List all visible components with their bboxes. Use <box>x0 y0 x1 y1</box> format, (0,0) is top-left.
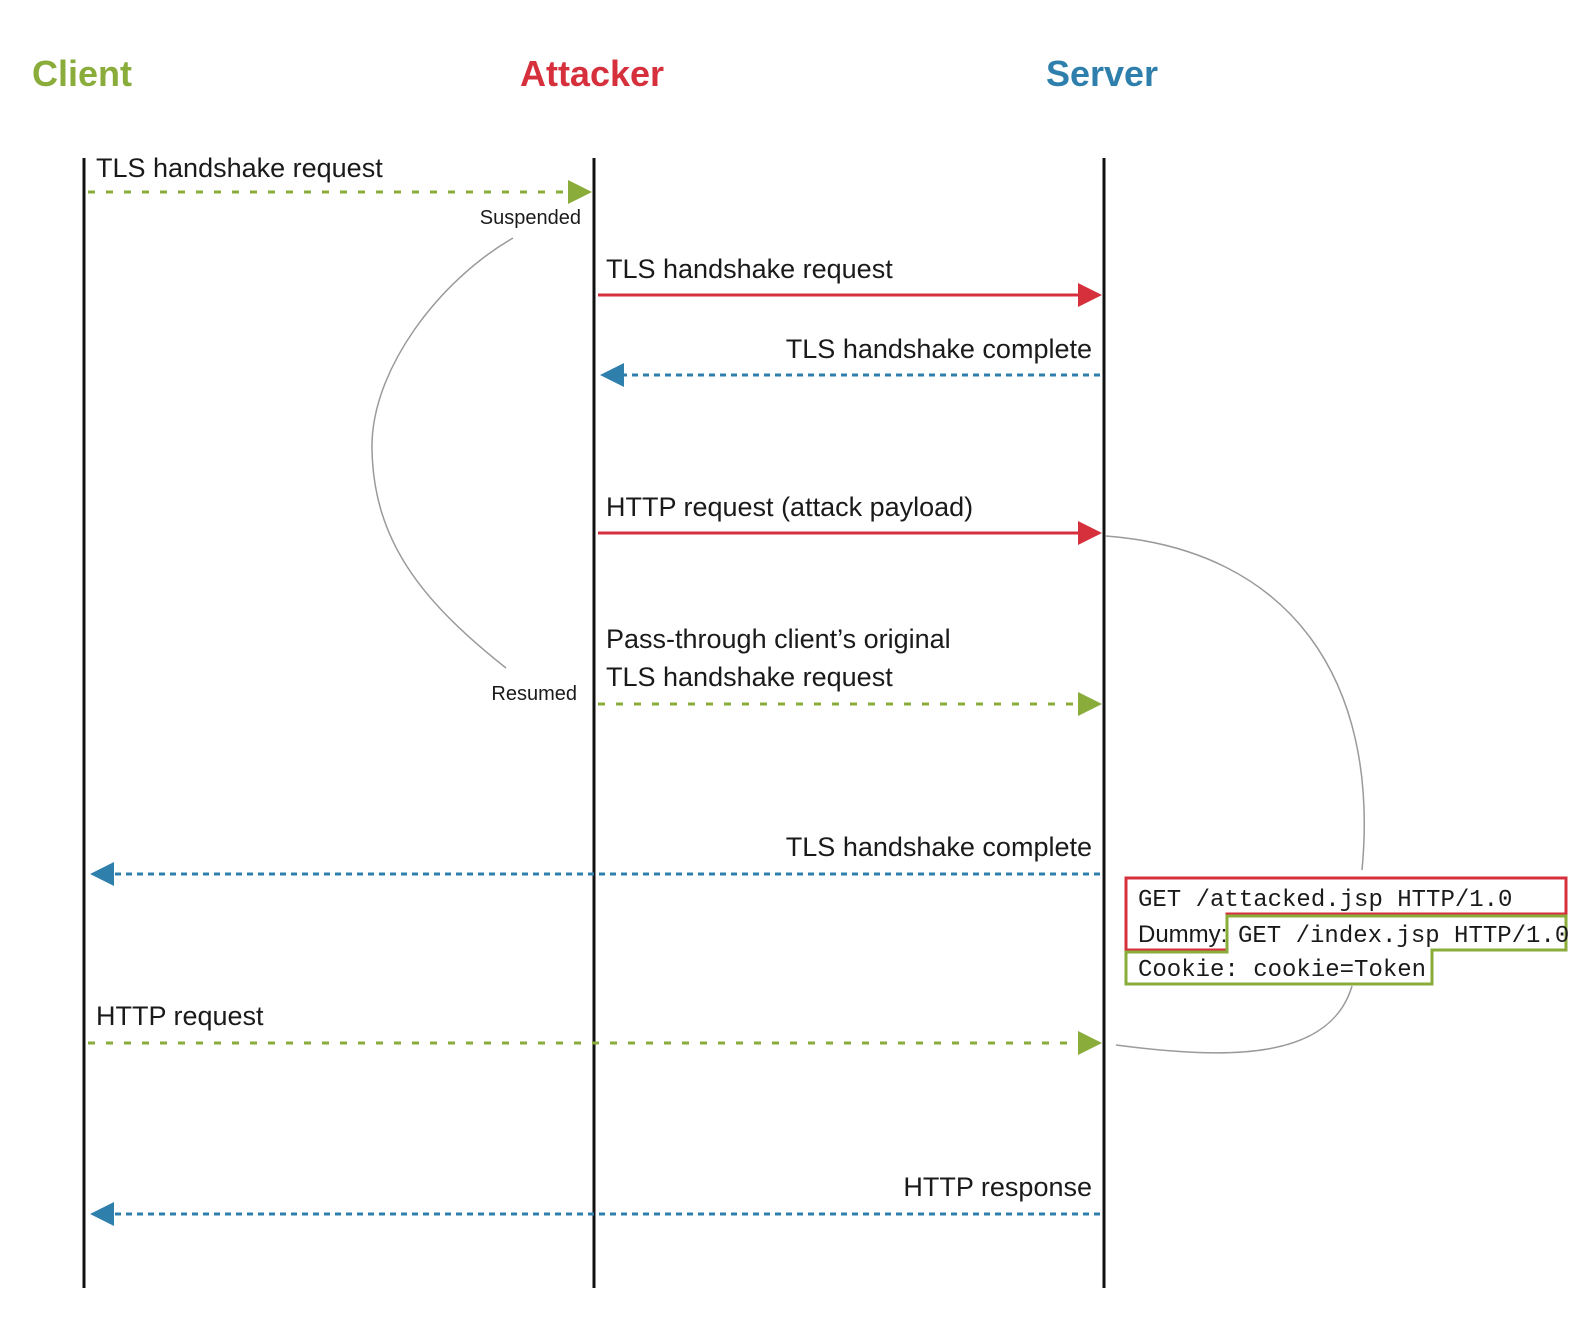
msg3-arrowhead <box>600 363 624 387</box>
msg5-arrowhead <box>1078 692 1102 716</box>
payload-client-outline <box>1124 914 1568 986</box>
msg5-label-line2: TLS handshake request <box>606 662 893 692</box>
actor-client: Client <box>32 53 132 94</box>
msg1-arrowhead <box>568 180 592 204</box>
msg7-arrowhead <box>1078 1031 1102 1055</box>
msg4-label: HTTP request (attack payload) <box>606 492 973 522</box>
payload-box: GET /attacked.jsp HTTP/1.0 Dummy: GET /i… <box>1124 876 1569 986</box>
msg3-label: TLS handshake complete <box>786 334 1092 364</box>
payload-line2-request: GET /index.jsp HTTP/1.0 <box>1238 923 1569 950</box>
payload-dummy-prefix: Dummy: <box>1138 921 1227 948</box>
msg4-arrowhead <box>1078 521 1102 545</box>
payload-curve-top <box>1105 535 1366 871</box>
msg2-label: TLS handshake request <box>606 254 893 284</box>
actor-server: Server <box>1046 53 1158 94</box>
msg6-arrowhead <box>90 862 114 886</box>
suspend-resume-curve <box>371 237 514 669</box>
msg8-arrowhead <box>90 1202 114 1226</box>
msg5-label-line1: Pass-through client’s original <box>606 624 951 654</box>
msg1-label: TLS handshake request <box>96 153 383 183</box>
msg7-label: HTTP request <box>96 1001 264 1031</box>
payload-line1: GET /attacked.jsp HTTP/1.0 <box>1138 887 1512 914</box>
note-suspended: Suspended <box>480 207 581 229</box>
actor-attacker: Attacker <box>520 53 664 94</box>
payload-attacker-outline <box>1124 876 1568 952</box>
note-resumed: Resumed <box>491 683 577 705</box>
payload-line3: Cookie: cookie=Token <box>1138 957 1426 984</box>
payload-curve-bottom <box>1115 985 1353 1054</box>
msg6-label: TLS handshake complete <box>786 832 1092 862</box>
msg2-arrowhead <box>1078 283 1102 307</box>
msg8-label: HTTP response <box>903 1172 1092 1202</box>
